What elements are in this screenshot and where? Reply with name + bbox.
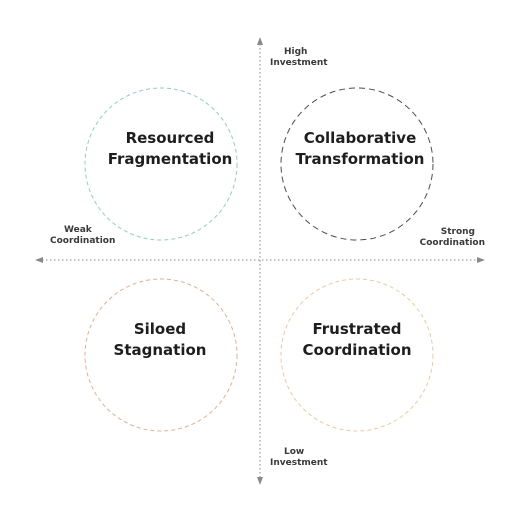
quadrant-label-top-right-line2: Transformation bbox=[295, 150, 425, 168]
quadrant-circle-top-right bbox=[280, 87, 434, 241]
axis-label-top-line1: High bbox=[284, 47, 308, 57]
axis-label-top: High Investment bbox=[270, 47, 328, 69]
axis-label-bottom: Low Investment bbox=[270, 447, 328, 469]
quadrant-circle-bottom-right bbox=[280, 278, 434, 432]
axis-label-bottom-line2: Investment bbox=[270, 458, 328, 468]
quadrant-label-bottom-left-line2: Stagnation bbox=[113, 341, 207, 359]
quadrant-label-top-left-line2: Fragmentation bbox=[107, 150, 233, 168]
quadrant-label-bottom-left-line1: Siloed bbox=[133, 320, 187, 338]
axis-label-right: Strong Coordination bbox=[420, 227, 485, 249]
quadrant-label-frustrated-coordination: Frustrated Coordination bbox=[277, 319, 437, 361]
vertical-axis-arrow-bottom bbox=[257, 477, 263, 485]
quadrant-label-bottom-right-line1: Frustrated bbox=[312, 320, 402, 338]
axis-label-top-line2: Investment bbox=[270, 58, 328, 68]
quadrant-label-top-left-line1: Resourced bbox=[125, 129, 215, 147]
axis-label-left-line1: Weak bbox=[64, 225, 92, 235]
axis-label-right-line1: Strong bbox=[440, 227, 475, 237]
axis-label-left: Weak Coordination bbox=[50, 225, 115, 247]
quadrant-label-top-right-line1: Collaborative bbox=[303, 129, 417, 147]
quadrant-label-resourced-fragmentation: Resourced Fragmentation bbox=[90, 128, 250, 170]
quadrant-circle-top-left bbox=[84, 87, 238, 241]
horizontal-axis-arrow-right bbox=[477, 257, 485, 263]
axis-label-bottom-line1: Low bbox=[284, 447, 305, 457]
quadrant-label-collaborative-transformation: Collaborative Transformation bbox=[280, 128, 440, 170]
quadrant-label-bottom-right-line2: Coordination bbox=[302, 341, 412, 359]
axis-label-right-line2: Coordination bbox=[419, 238, 485, 248]
axis-label-left-line2: Coordination bbox=[50, 236, 116, 246]
quadrant-circle-bottom-left bbox=[84, 278, 238, 432]
vertical-axis-arrow-top bbox=[257, 37, 263, 45]
quadrant-label-siloed-stagnation: Siloed Stagnation bbox=[80, 319, 240, 361]
horizontal-axis-arrow-left bbox=[35, 257, 43, 263]
